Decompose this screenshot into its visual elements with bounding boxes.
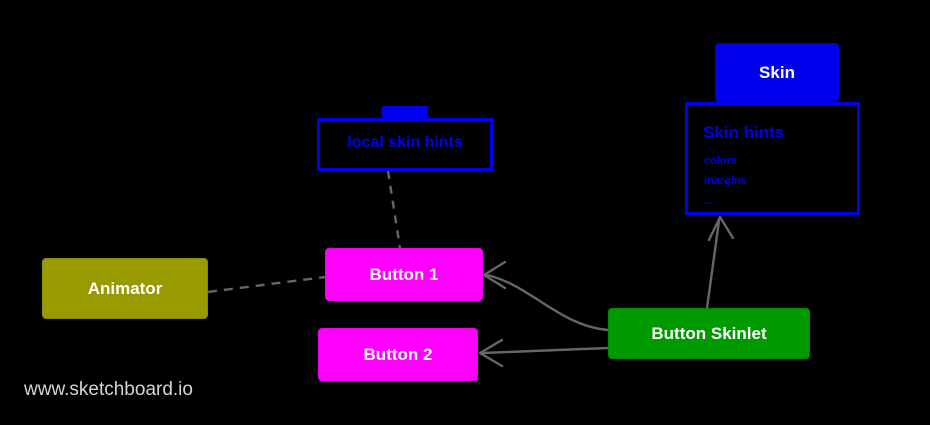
- skin-hints-list-item: ...: [704, 195, 714, 207]
- node-button1[interactable]: Button 1: [325, 248, 483, 301]
- watermark: www.sketchboard.io: [24, 379, 193, 400]
- connector-skinlet-to-button1: [485, 273, 610, 332]
- node-button-skinlet-label: Button Skinlet: [651, 323, 767, 343]
- connector-animator-to-button1: [207, 275, 326, 294]
- connector-skinlet-to-button2: [481, 346, 610, 355]
- node-skin-hints[interactable]: Skin hints colors margins ...: [685, 102, 860, 215]
- node-animator-label: Animator: [87, 278, 163, 298]
- node-skin-label: Skin: [759, 62, 795, 82]
- arrowhead-skinlet-to-button1: [482, 260, 507, 290]
- node-button1-label: Button 1: [369, 264, 439, 284]
- arrowhead-skinlet-to-skinhints: [707, 215, 735, 242]
- node-animator[interactable]: Animator: [42, 258, 208, 319]
- node-local-skin-hints-label: local skin hints: [347, 134, 463, 151]
- node-button2-label: Button 2: [363, 344, 433, 364]
- node-skin-hints-title: Skin hints: [703, 123, 785, 142]
- node-button2[interactable]: Button 2: [318, 328, 478, 381]
- arrowhead-skinlet-to-button2: [478, 338, 504, 368]
- local-skin-hints-tab: [382, 106, 428, 119]
- skin-hints-list: colors margins ...: [704, 151, 747, 211]
- node-button-skinlet[interactable]: Button Skinlet: [608, 308, 810, 359]
- skin-hints-list-item: margins: [704, 175, 747, 187]
- node-local-skin-hints[interactable]: local skin hints: [317, 118, 493, 171]
- connector-localhints-to-button1: [386, 170, 402, 249]
- node-skin[interactable]: Skin: [715, 43, 839, 102]
- connector-skinlet-to-skinhints: [705, 219, 721, 310]
- skin-hints-list-item: colors: [704, 155, 738, 167]
